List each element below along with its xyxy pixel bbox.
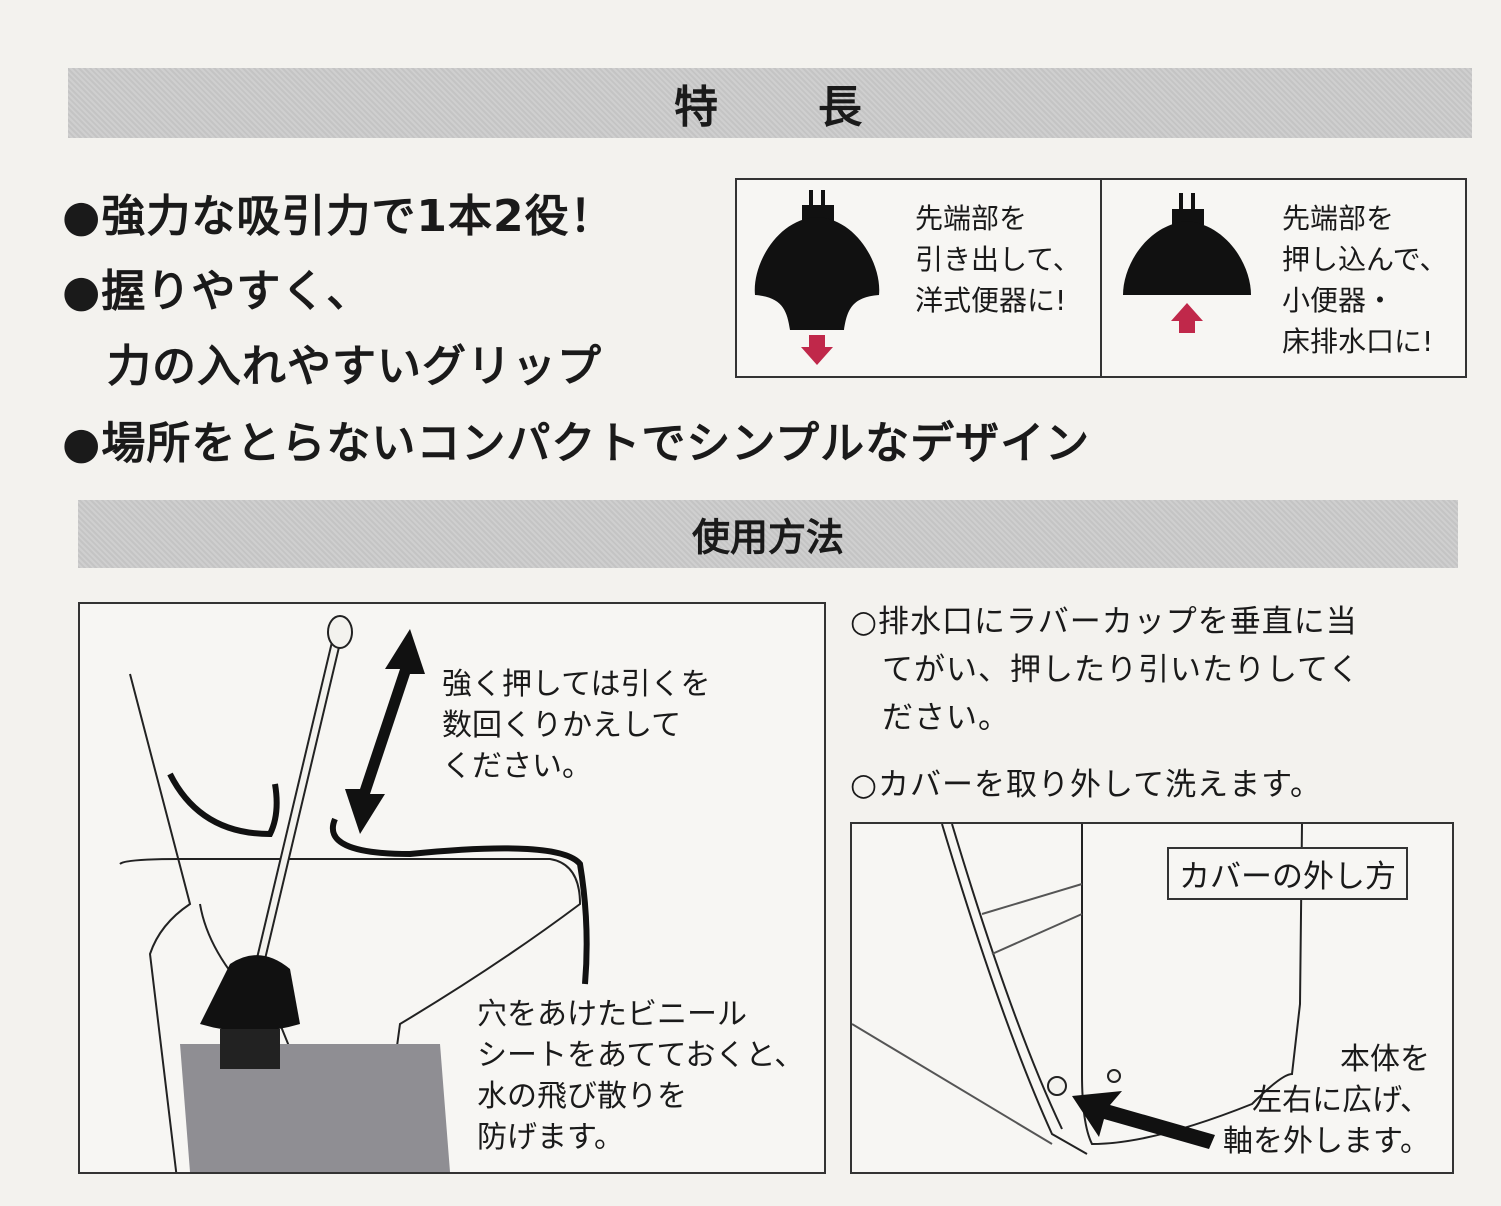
toilet-plunger-illustration (119, 615, 590, 1172)
cover-removal-label: カバーの外し方 (1167, 847, 1408, 900)
vinyl-sheet-callout: 穴をあけたビニールシートをあてておくと、水の飛び散りを防げます。 (477, 997, 805, 1155)
plunger-pushed-icon (1123, 193, 1251, 333)
cover-removal-callout: 本体を左右に広げ、軸を外します。 (1223, 1042, 1430, 1159)
feature-3: ●場所をとらないコンパクトでシンプルなデザイン (62, 418, 1091, 469)
cover-removal-illustration (852, 824, 1303, 1155)
plunger-pulled-icon (754, 190, 880, 365)
feature-2-cont: 力の入れやすいグリップ (62, 341, 602, 392)
pull-text: 先端部を引き出して、洋式便器に! (915, 202, 1081, 317)
usage-illustration-left: 強く押しては引くを数回くりかえしてください。 穴をあけたビニールシートをあててお… (78, 602, 826, 1174)
push-text: 先端部を押し込んで、小便器・床排水口に! (1282, 202, 1448, 358)
usage-illustration-right: カバーの外し方 本体を左右に広げ、軸を外します。 (850, 822, 1454, 1174)
mode-box: 先端部を引き出して、洋式便器に! 先端部を押し込んで、小便器・床排水口に! (735, 178, 1467, 378)
feature-1: ●強力な吸引力で1本2役！ (62, 191, 615, 242)
instruction-1-cont: てがい、押したり引いたりしてく (850, 652, 1361, 688)
usage-header: 使用方法 (78, 500, 1458, 568)
push-pull-callout: 強く押しては引くを数回くりかえしてください。 (442, 667, 711, 784)
feature-2: ●握りやすく、 (62, 266, 372, 317)
features-header: 特 長 (68, 68, 1472, 138)
instruction-1-cont2: ださい。 (850, 700, 1010, 736)
features-title: 特 長 (674, 82, 866, 133)
instruction-1: ○排水口にラバーカップを垂直に当 (850, 604, 1358, 640)
instruction-2: ○カバーを取り外して洗えます。 (850, 767, 1323, 803)
usage-title: 使用方法 (691, 515, 845, 560)
